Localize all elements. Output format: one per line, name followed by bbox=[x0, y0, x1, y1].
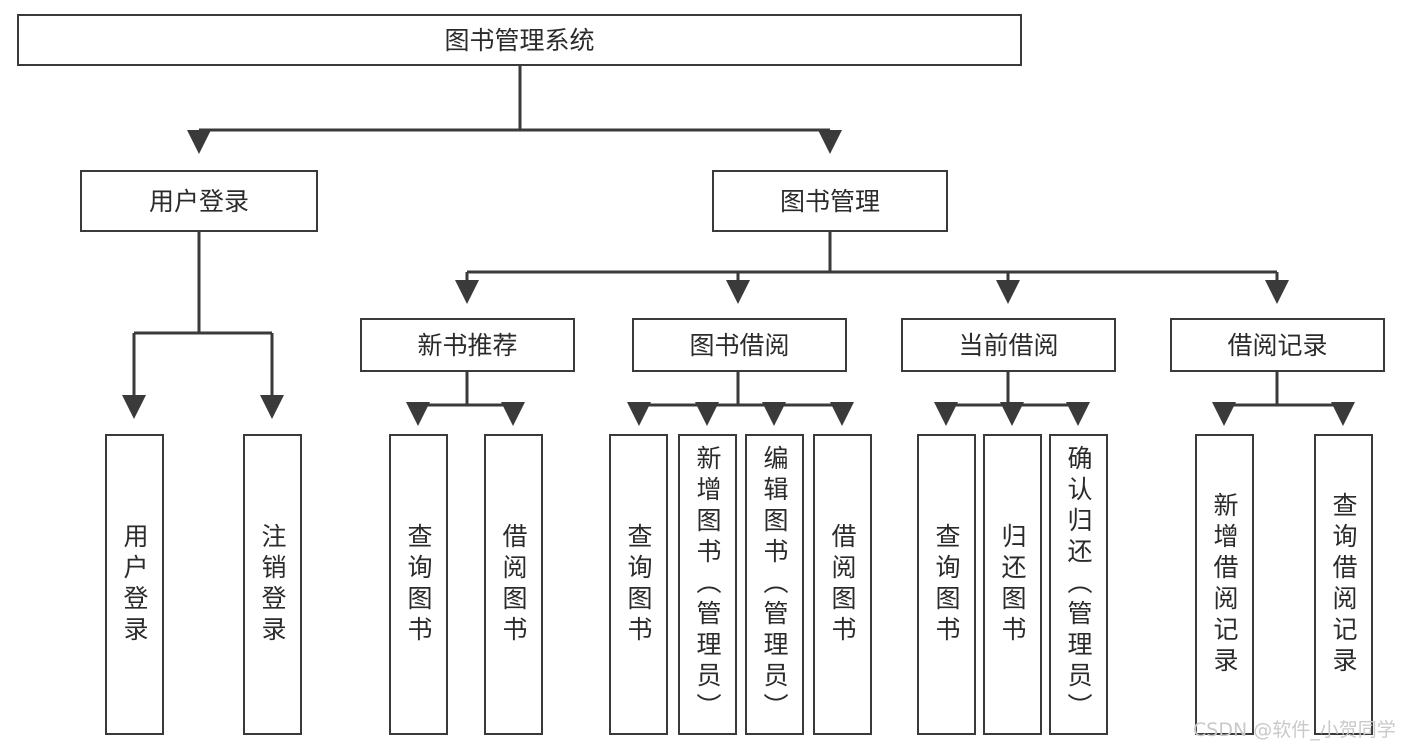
leaf-node-query-book-2[interactable]: 查询图书 bbox=[609, 434, 668, 735]
node-root-book-management-system[interactable]: 图书管理系统 bbox=[17, 14, 1022, 66]
node-label: 图书管理系统 bbox=[444, 25, 595, 55]
node-label: 当前借阅 bbox=[958, 330, 1059, 360]
leaf-node-logout-login[interactable]: 注销登录 bbox=[243, 434, 302, 735]
node-label: 用户登录 bbox=[148, 186, 249, 216]
node-user-login[interactable]: 用户登录 bbox=[80, 170, 318, 232]
node-label: 查询借阅记录 bbox=[1329, 491, 1358, 678]
leaf-node-confirm-return[interactable]: 确认归还（管理员） bbox=[1049, 434, 1108, 735]
node-borrow-record[interactable]: 借阅记录 bbox=[1170, 318, 1385, 372]
leaf-node-add-record[interactable]: 新增借阅记录 bbox=[1195, 434, 1254, 735]
leaf-node-user-login[interactable]: 用户登录 bbox=[105, 434, 164, 735]
node-label: 归还图书 bbox=[998, 522, 1027, 647]
leaf-node-query-book-1[interactable]: 查询图书 bbox=[389, 434, 448, 735]
node-label: 图书管理 bbox=[779, 186, 880, 216]
node-label: 借阅记录 bbox=[1227, 330, 1328, 360]
node-label: 编辑图书（管理员） bbox=[760, 445, 789, 724]
node-new-book-recommend[interactable]: 新书推荐 bbox=[360, 318, 575, 372]
node-label: 用户登录 bbox=[120, 522, 149, 647]
node-label: 查询图书 bbox=[932, 522, 961, 647]
node-current-borrow[interactable]: 当前借阅 bbox=[901, 318, 1116, 372]
node-book-borrow[interactable]: 图书借阅 bbox=[632, 318, 847, 372]
node-label: 查询图书 bbox=[624, 522, 653, 647]
node-label: 确认归还（管理员） bbox=[1064, 445, 1093, 724]
node-label: 新增图书（管理员） bbox=[693, 445, 722, 724]
leaf-node-edit-book[interactable]: 编辑图书（管理员） bbox=[745, 434, 804, 735]
node-label: 新书推荐 bbox=[417, 330, 518, 360]
leaf-node-borrow-book-1[interactable]: 借阅图书 bbox=[484, 434, 543, 735]
node-label: 查询图书 bbox=[404, 522, 433, 647]
csdn-watermark: CSDN @软件_小贺同学 bbox=[1193, 719, 1396, 741]
node-label: 借阅图书 bbox=[828, 522, 857, 647]
leaf-node-return-book[interactable]: 归还图书 bbox=[983, 434, 1042, 735]
leaf-node-borrow-book-2[interactable]: 借阅图书 bbox=[813, 434, 872, 735]
leaf-node-add-book[interactable]: 新增图书（管理员） bbox=[678, 434, 737, 735]
leaf-node-query-record[interactable]: 查询借阅记录 bbox=[1314, 434, 1373, 735]
leaf-node-query-book-3[interactable]: 查询图书 bbox=[917, 434, 976, 735]
node-label: 借阅图书 bbox=[499, 522, 528, 647]
node-label: 新增借阅记录 bbox=[1210, 491, 1239, 678]
node-label: 注销登录 bbox=[258, 522, 287, 647]
node-book-management[interactable]: 图书管理 bbox=[712, 170, 948, 232]
node-label: 图书借阅 bbox=[689, 330, 790, 360]
